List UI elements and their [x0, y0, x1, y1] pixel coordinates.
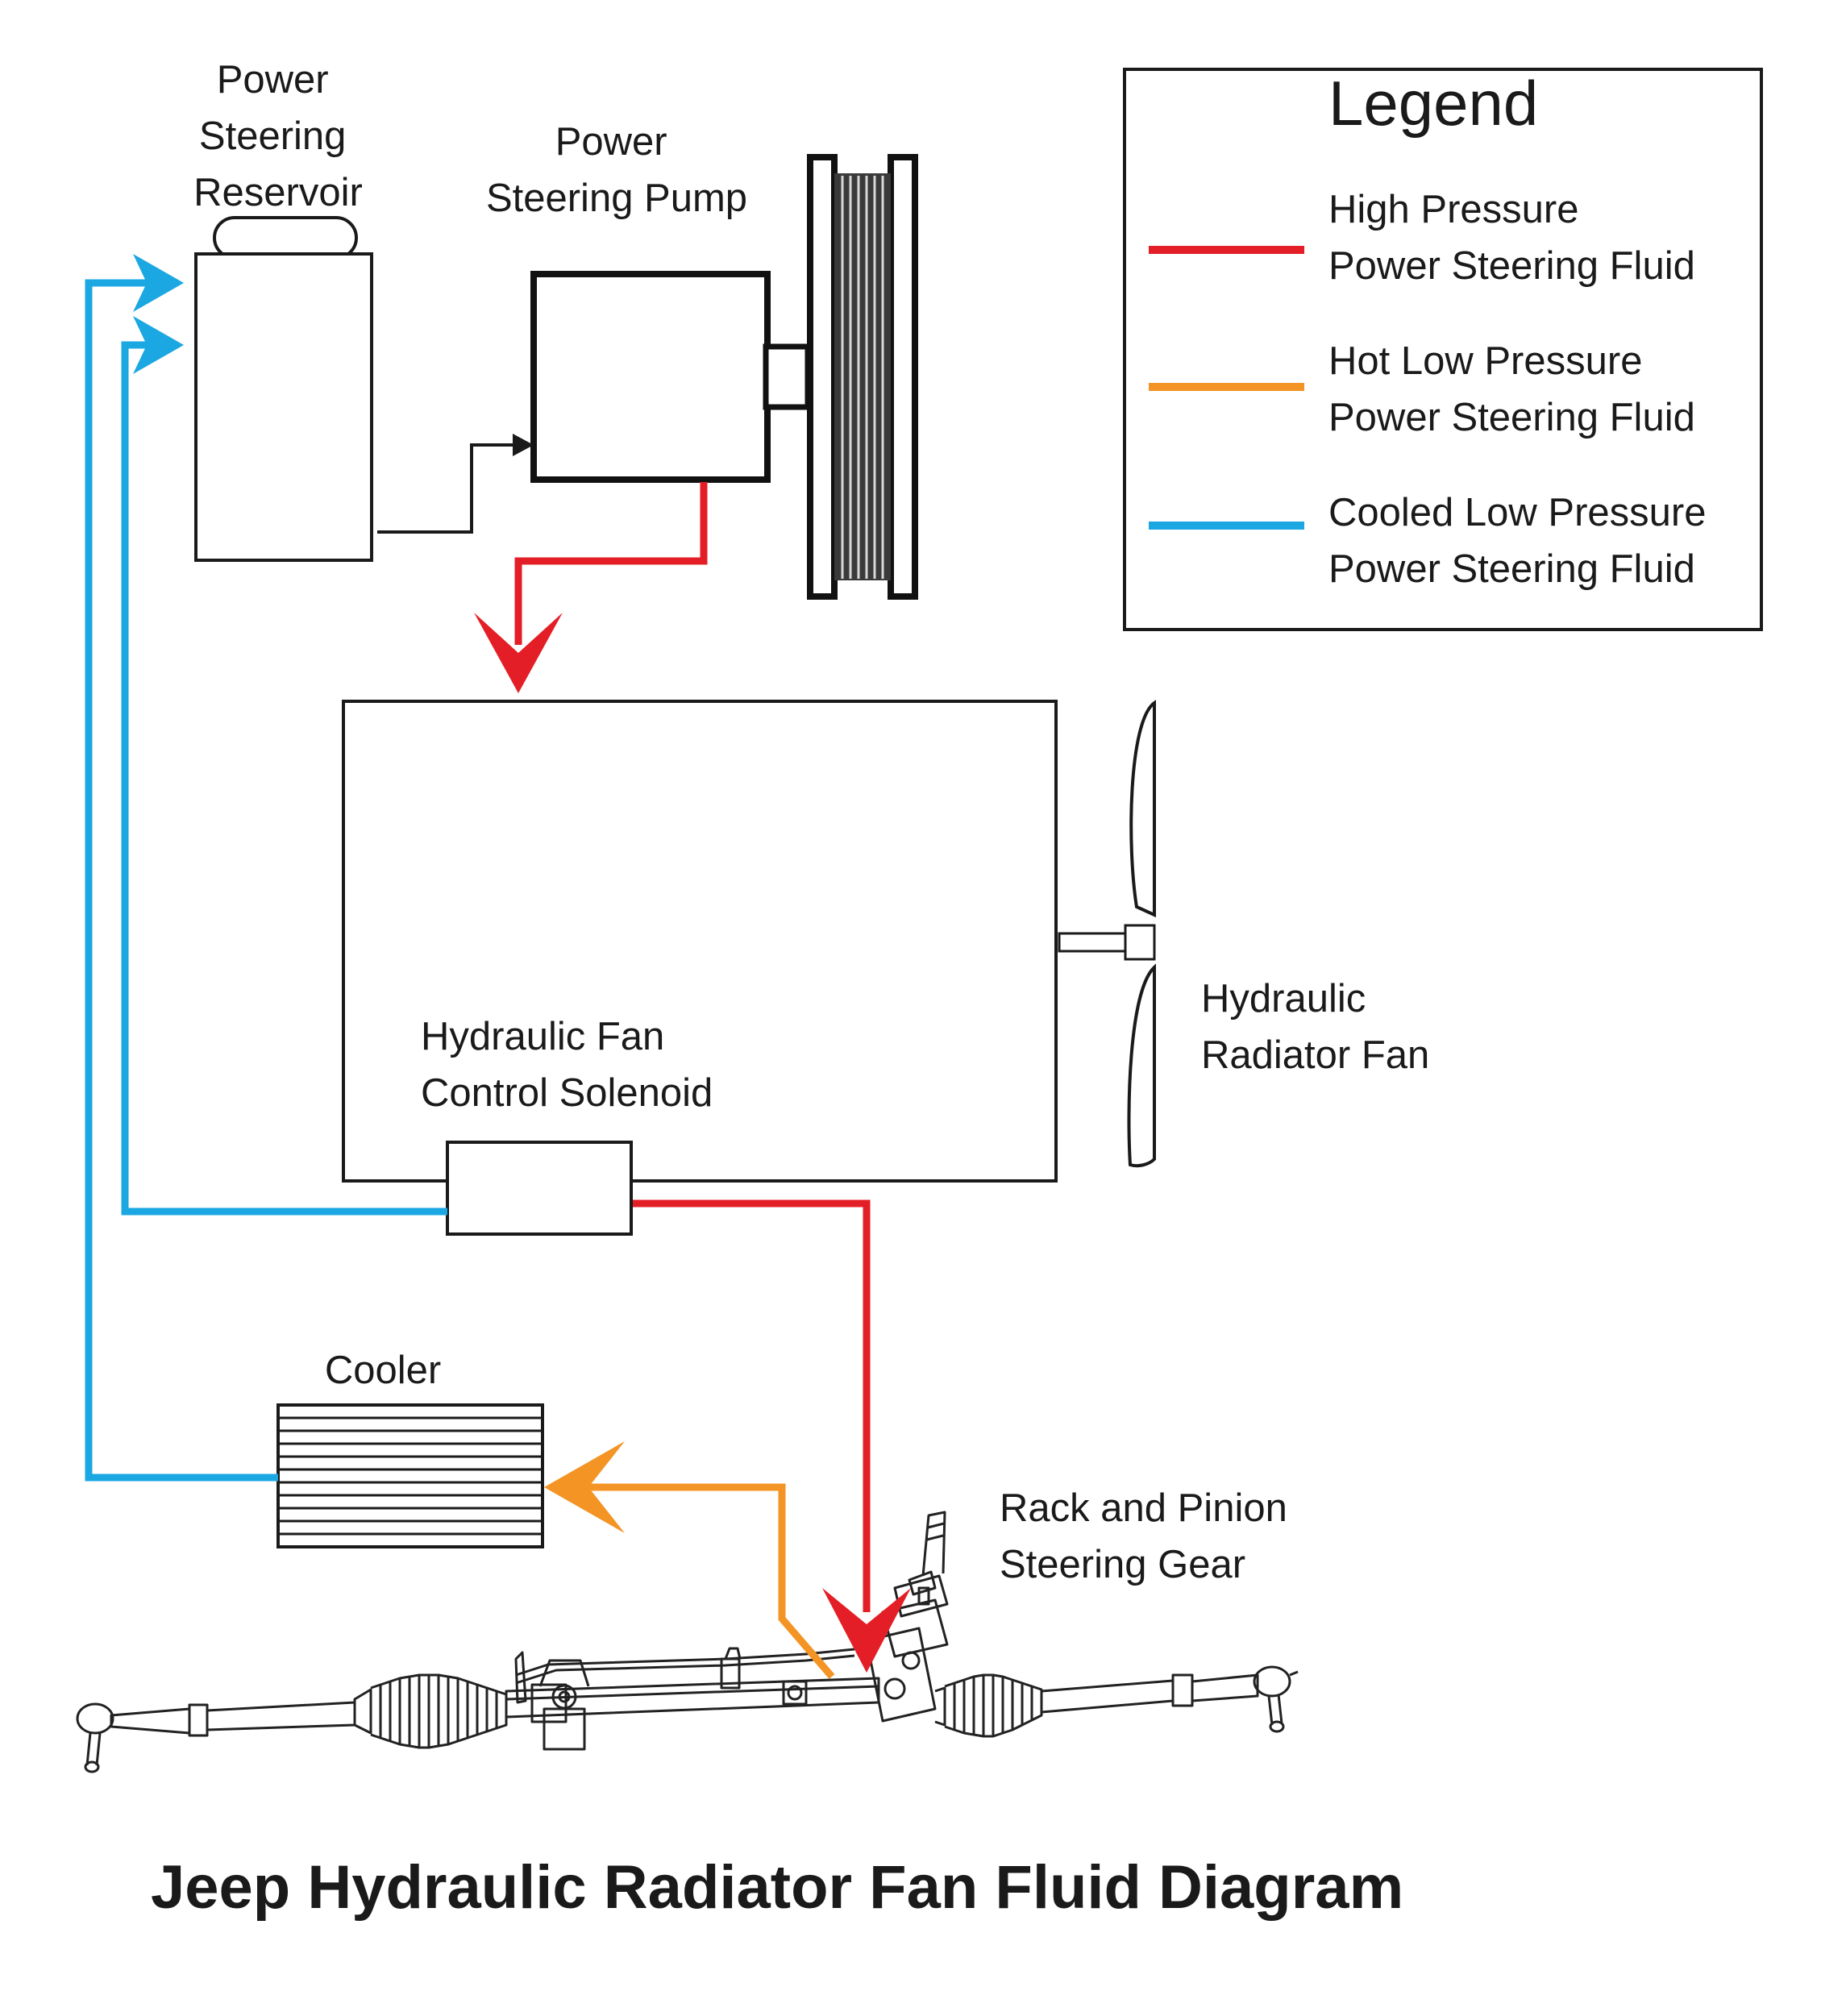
pump-label: Power Steering Pump [486, 120, 747, 220]
rack-and-pinion-drawing [76, 1511, 1299, 1773]
cooler-to-reservoir-arrow [133, 254, 184, 312]
solenoid-to-rack-line [633, 1199, 871, 1612]
radiator-housing [342, 700, 1058, 1183]
rack-to-cooler-arrow [544, 1441, 625, 1533]
solenoid-label: Hydraulic Fan Control Solenoid [421, 1015, 713, 1115]
supply-line [377, 434, 534, 534]
pump-body [530, 271, 771, 483]
fan-shaft [1058, 932, 1132, 953]
reservoir-label-line-2: Steering [199, 114, 347, 158]
legend-item-high-pressure: High Pressure Power Steering Fluid [1328, 188, 1695, 288]
legend-item-cooled-low-pressure: Cooled Low Pressure Power Steering Fluid [1328, 491, 1717, 591]
fan-blade-upper [1129, 700, 1156, 918]
high-pressure-lines [474, 482, 911, 1673]
cooler [276, 1403, 544, 1548]
reservoir-label-line-1: Power [217, 58, 329, 102]
legend-item-3-line-1: Cooled Low Pressure [1328, 491, 1706, 534]
rack-label: Rack and Pinion Steering Gear [1000, 1486, 1298, 1586]
fan-blade-lower [1127, 963, 1156, 1168]
fan-label: Hydraulic Radiator Fan [1201, 977, 1429, 1077]
legend-item-hot-low-pressure: Hot Low Pressure Power Steering Fluid [1328, 339, 1695, 439]
reservoir-label-line-3: Reservoir [193, 171, 363, 214]
solenoid-label-line-1: Hydraulic Fan [421, 1015, 664, 1058]
fan-label-line-1: Hydraulic [1201, 977, 1366, 1020]
rack-label-line-1: Rack and Pinion [1000, 1486, 1287, 1530]
fan-control-solenoid [446, 1141, 633, 1236]
solenoid-label-line-2: Control Solenoid [421, 1071, 713, 1115]
hydraulic-fan [1058, 700, 1156, 1168]
solenoid-to-rack-arrow [822, 1588, 911, 1673]
diagram-title: Jeep Hydraulic Radiator Fan Fluid Diagra… [151, 1853, 1403, 1922]
legend-box [1123, 68, 1763, 631]
reservoir-cap [213, 216, 358, 260]
reservoir-body [194, 252, 373, 562]
hot-low-pressure-line [544, 1441, 835, 1679]
cooler-to-reservoir-line [85, 279, 278, 1482]
legend-item-2-line-2: Power Steering Fluid [1328, 396, 1695, 439]
pump-pulley [807, 154, 918, 600]
pump-to-radiator-arrow [474, 613, 563, 693]
fan-label-line-2: Radiator Fan [1201, 1033, 1429, 1077]
legend-item-1-line-2: Power Steering Fluid [1328, 244, 1695, 288]
rack-label-line-2: Steering Gear [1000, 1543, 1245, 1586]
reservoir-label: Power Steering Reservoir [193, 58, 363, 214]
fan-hub [1124, 924, 1156, 961]
power-steering-pump [530, 154, 918, 600]
legend: Legend High Pressure Power Steering Flui… [1123, 68, 1763, 631]
legend-item-3-line-2: Power Steering Fluid [1328, 547, 1695, 591]
legend-item-2-line-1: Hot Low Pressure [1328, 339, 1642, 383]
solenoid-to-reservoir-arrow [133, 316, 184, 374]
cooled-low-pressure-lines [85, 254, 447, 1482]
pump-to-radiator-line [514, 482, 708, 645]
legend-item-1-line-1: High Pressure [1328, 188, 1578, 231]
cooler-label: Cooler [325, 1349, 441, 1392]
pump-label-line-2: Steering Pump [486, 177, 747, 220]
legend-title: Legend [1328, 68, 1538, 139]
pump-label-line-1: Power [555, 120, 667, 164]
power-steering-reservoir [194, 216, 373, 562]
solenoid-to-reservoir-line [121, 341, 447, 1216]
pump-shaft [763, 343, 811, 410]
